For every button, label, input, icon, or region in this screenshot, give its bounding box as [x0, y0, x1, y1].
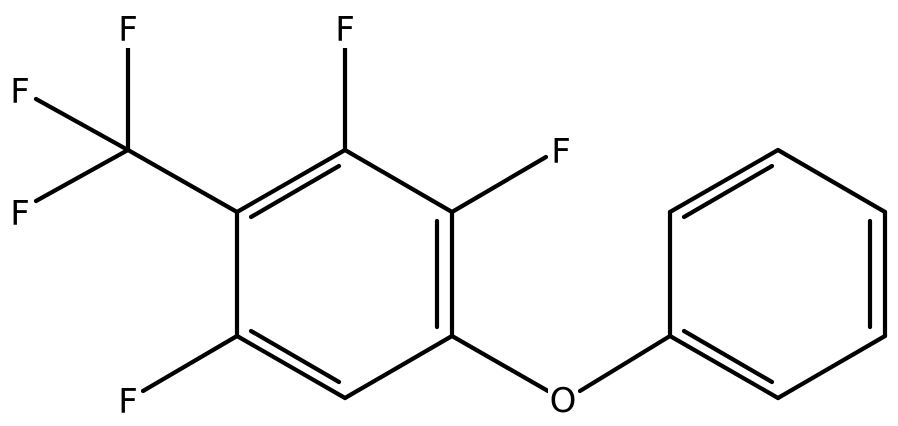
atom-label-f: F: [118, 382, 138, 422]
atom-f-cf3-top: F: [115, 10, 141, 50]
bond-c6-f: [449, 154, 549, 215]
atom-f-ring-top: F: [332, 10, 358, 50]
bond-c1-c2: [234, 147, 348, 215]
atom-label-f: F: [118, 10, 138, 50]
atom-f-cf3-bottom: F: [7, 194, 33, 234]
atom-label-f: F: [335, 10, 355, 50]
bond-c3-c4-double: [248, 328, 342, 385]
bond-c3-c4: [234, 333, 348, 401]
bond-cf3-f-bottom: [33, 147, 131, 204]
atom-o-ether: O: [548, 381, 578, 421]
atom-label-f: F: [10, 194, 30, 234]
bond-p3-p4: [775, 147, 888, 215]
atom-f-ring-bottom: F: [115, 382, 141, 422]
phenyl-ring-bonds: [667, 147, 888, 401]
bond-c2-cf3: [125, 147, 240, 215]
bond-o-phenyl: [577, 333, 673, 394]
bond-p2-p3: [667, 147, 781, 215]
fluorinated-ring-bonds: [234, 147, 455, 401]
bond-c3-f: [140, 333, 240, 394]
bond-p6-p1-double: [681, 328, 775, 385]
atom-f-ring-right: F: [548, 132, 574, 172]
atom-label-f: F: [551, 132, 571, 172]
bond-p6-p1: [667, 333, 781, 401]
bond-c1-c2-double: [248, 163, 342, 220]
atom-labels: F F F F F F O: [7, 10, 578, 422]
bond-cf3-f-left: [33, 96, 131, 153]
bond-c1-c6: [342, 147, 455, 215]
atom-label-o: O: [550, 381, 577, 421]
substituent-bonds: [33, 43, 673, 394]
bond-c5-o: [449, 333, 551, 394]
bond-c4-c5: [342, 333, 455, 401]
bond-p5-p6: [775, 333, 888, 401]
atom-f-cf3-left: F: [7, 72, 33, 112]
bond-p2-p3-double: [681, 163, 775, 220]
atom-label-f: F: [10, 72, 30, 112]
